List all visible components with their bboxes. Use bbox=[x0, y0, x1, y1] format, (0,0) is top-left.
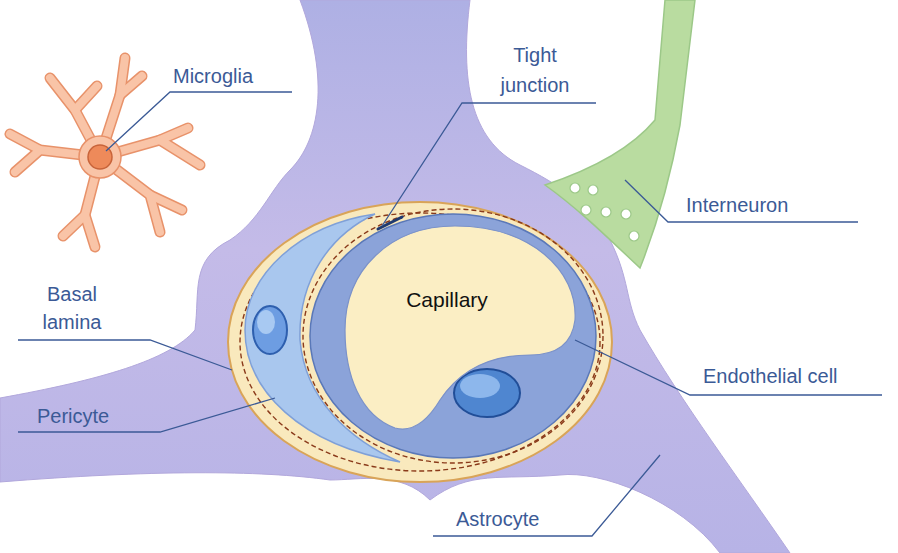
vesicle bbox=[581, 205, 591, 215]
lumen-shape bbox=[345, 226, 575, 429]
nucleus-highlight bbox=[460, 374, 500, 398]
part-label: Microglia bbox=[173, 64, 297, 88]
capillary-lumen: Capillary bbox=[340, 222, 580, 437]
lumen-outline bbox=[340, 222, 580, 437]
vesicle bbox=[588, 185, 598, 195]
endothelial-cell bbox=[310, 214, 596, 458]
microglia-branch bbox=[15, 150, 40, 172]
vesicle bbox=[601, 207, 611, 217]
leader-line bbox=[382, 103, 596, 226]
microglia-branch bbox=[160, 140, 200, 165]
dashed-membrane bbox=[303, 209, 603, 463]
nucleus-highlight bbox=[257, 310, 275, 334]
microglia-branches-fill bbox=[10, 58, 200, 247]
dashed-membrane bbox=[240, 213, 600, 471]
pericyte-nucleus bbox=[253, 306, 287, 354]
leader-line bbox=[106, 92, 292, 151]
leader-line bbox=[625, 180, 858, 222]
microglia-branch bbox=[160, 140, 200, 165]
microglia-branch bbox=[75, 86, 97, 110]
tight-junction-mark bbox=[378, 217, 402, 229]
endothelial-nucleus bbox=[454, 369, 520, 417]
leader-line bbox=[433, 455, 660, 536]
basal-lamina bbox=[228, 202, 612, 482]
vesicle bbox=[621, 209, 631, 219]
astrocyte-body bbox=[0, 0, 790, 553]
part-label: Basal lamina bbox=[30, 280, 114, 336]
part-label: Interneuron bbox=[686, 193, 836, 217]
leader-lines bbox=[18, 92, 882, 536]
microglia-branch bbox=[120, 76, 142, 95]
part-label: Endothelial cell bbox=[703, 364, 893, 388]
vessel-label: Capillary bbox=[340, 287, 554, 313]
microglia-branches-outline bbox=[10, 58, 200, 247]
microglia-branch bbox=[15, 150, 40, 172]
microglia-branch bbox=[150, 195, 182, 210]
vesicles bbox=[570, 183, 639, 241]
microglia-branch bbox=[63, 215, 85, 236]
part-label: Pericyte bbox=[37, 404, 157, 428]
part-label: Tight junction bbox=[480, 40, 590, 100]
leader-line bbox=[18, 340, 232, 370]
leader-line bbox=[18, 398, 275, 432]
vesicle bbox=[629, 231, 639, 241]
part-label: Astrocyte bbox=[456, 507, 586, 531]
interneuron bbox=[545, 0, 695, 268]
vesicle bbox=[570, 183, 580, 193]
microglia-branch bbox=[75, 86, 97, 110]
microglia-branch bbox=[63, 215, 85, 236]
